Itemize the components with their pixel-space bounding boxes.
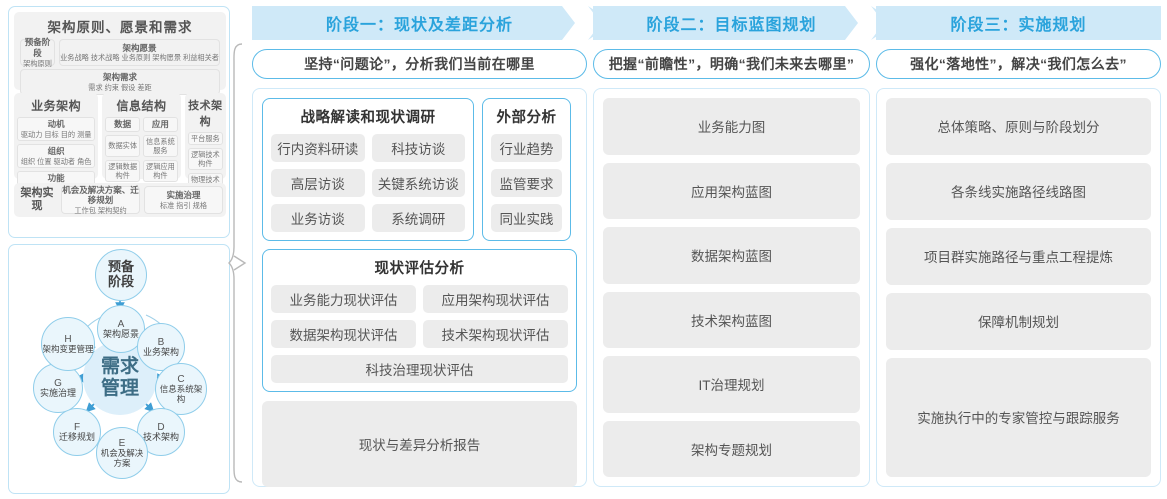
data-subcolumn-header: 数据: [105, 117, 141, 132]
prep-stage-box: 预备阶段 架构原则: [20, 37, 56, 68]
realization-label: 架构实现: [20, 187, 54, 212]
information-structure-column: 信息结构 数据 数据实体 逻辑数据构件: [102, 93, 181, 207]
adm-node-g: G 实施治理: [33, 363, 83, 413]
phase-1-output-chip[interactable]: 现状与差异分析报告: [262, 401, 577, 487]
chip-business-interview[interactable]: 业务访谈: [271, 204, 365, 232]
arch-vision-box: 架构愿景 业务战略 技术战略 业务原则 架构愿景 利益相关者: [59, 39, 220, 66]
chevron-right-icon-1: [562, 6, 588, 40]
phase-2-body: 业务能力图 应用架构蓝图 数据架构蓝图 技术架构蓝图 IT治理规划 架构专题规划: [593, 88, 870, 487]
organization-cell: 组织 组织 位置 驱动者 角色: [17, 143, 96, 168]
chip-biz-capability-assessment[interactable]: 业务能力现状评估: [271, 285, 416, 313]
chip-tech-interview[interactable]: 科技访谈: [371, 134, 465, 162]
adm-node-e: E 机会及解决方案: [96, 427, 148, 479]
chip-regulatory[interactable]: 监管要求: [491, 169, 562, 197]
table-row: 数据架构现状评估 技术架构现状评估: [271, 320, 568, 348]
table-row: 高层访谈 关键系统访谈: [271, 169, 465, 197]
phase-3-column: 阶段三：实施规划 强化“落地性”，解决“我们怎么去” 总体策略、原则与阶段划分 …: [876, 6, 1161, 487]
phase-2-subtitle-pill[interactable]: 把握“前瞻性”，明确“我们未来去哪里”: [593, 49, 870, 79]
implementation-governance-box: 实施治理 标准 指引 规格: [144, 186, 223, 214]
external-analysis-card: 外部分析 行业趋势 监管要求 同业实践: [482, 98, 571, 241]
current-state-assessment-title: 现状评估分析: [374, 261, 465, 277]
adm-node-c: C 信息系统架构: [155, 363, 207, 415]
phase-1-subtitle-pill[interactable]: 坚持“问题论”，分析我们当前在哪里: [252, 49, 587, 79]
list-item-expert-tracking-service[interactable]: 实施执行中的专家管控与跟踪服务: [886, 357, 1151, 478]
left-column: 架构原则、愿景和需求 预备阶段 架构原则 架构愿景 业务战略 技术战略 业务原则…: [8, 6, 230, 494]
is-service-cell: 信息系统服务: [143, 134, 178, 157]
table-row: 行内资料研读 科技访谈: [271, 134, 465, 162]
togaf-content-framework-panel: 架构原则、愿景和需求 预备阶段 架构原则 架构愿景 业务战略 技术战略 业务原则…: [8, 6, 230, 238]
platform-service-cell: 平台服务: [187, 132, 223, 145]
phase-3-band: 阶段三：实施规划: [876, 6, 1161, 40]
chip-it-governance-assessment[interactable]: 科技治理现状评估: [271, 355, 568, 383]
phase-1-top-row: 战略解读和现状调研 行内资料研读 科技访谈 高层访谈 关键系统访谈 业务访谈 系…: [262, 98, 577, 241]
phase-2-subtitle: 把握“前瞻性”，明确“我们未来去哪里”: [608, 56, 855, 72]
data-entity-cell: 数据实体: [105, 134, 141, 157]
list-item-architecture-topic-plan[interactable]: 架构专题规划: [603, 420, 860, 477]
adm-cycle-diagram: 需求 管理 预备 阶段 A 架构愿景 B 业务架构 C 信息系统架构: [9, 245, 229, 493]
phase-1-subtitle: 坚持“问题论”，分析我们当前在哪里: [304, 56, 535, 72]
chip-data-arch-assessment[interactable]: 数据架构现状评估: [271, 320, 416, 348]
table-row: 业务访谈 系统调研: [271, 204, 465, 232]
external-analysis-title: 外部分析: [496, 110, 557, 126]
phase-1-title: 阶段一：现状及差距分析: [325, 17, 513, 34]
phase-3-subtitle-pill[interactable]: 强化“落地性”，解决“我们怎么去”: [876, 49, 1161, 79]
chip-peer-practice[interactable]: 同业实践: [491, 204, 562, 232]
adm-node-preliminary: 预备 阶段: [95, 249, 147, 301]
chip-key-system-interview[interactable]: 关键系统访谈: [371, 169, 465, 197]
chip-industry-trend[interactable]: 行业趋势: [491, 134, 562, 162]
architecture-principles-section: 架构原则、愿景和需求 预备阶段 架构原则 架构愿景 业务战略 技术战略 业务原则…: [14, 12, 226, 95]
chip-system-research[interactable]: 系统调研: [371, 204, 465, 232]
phase-1-column: 阶段一：现状及差距分析 坚持“问题论”，分析我们当前在哪里 战略解读和现状调研 …: [252, 6, 614, 487]
phase-2-item-stack: 业务能力图 应用架构蓝图 数据架构蓝图 技术架构蓝图 IT治理规划 架构专题规划: [603, 98, 860, 477]
list-item-overall-strategy[interactable]: 总体策略、原则与阶段划分: [886, 98, 1151, 155]
opportunity-migration-box: 机会及解决方案、迁移规划 工作包 架构契约: [61, 184, 140, 215]
adm-node-h: H 架构变更管理: [41, 317, 95, 371]
list-item-data-blueprint[interactable]: 数据架构蓝图: [603, 227, 860, 284]
phase-1-body: 战略解读和现状调研 行内资料研读 科技访谈 高层访谈 关键系统访谈 业务访谈 系…: [252, 88, 587, 487]
chip-exec-interview[interactable]: 高层访谈: [271, 169, 365, 197]
current-state-assessment-card: 现状评估分析 业务能力现状评估 应用架构现状评估 数据架构现状评估 技术架构现状…: [262, 249, 577, 392]
phase-3-body: 总体策略、原则与阶段划分 各条线实施路径线路图 项目群实施路径与重点工程提炼 保…: [876, 88, 1161, 487]
grouping-brace: [228, 42, 250, 484]
business-architecture-column: 业务架构 动机 驱动力 目标 目的 测量 组织 组织 位置 驱动者 角色 功能: [14, 93, 99, 195]
logical-tech-cell: 逻辑技术构件: [187, 148, 223, 170]
chevron-right-icon-2: [845, 6, 871, 40]
phase-3-subtitle: 强化“落地性”，解决“我们怎么去”: [910, 56, 1127, 72]
strategy-research-card: 战略解读和现状调研 行内资料研读 科技访谈 高层访谈 关键系统访谈 业务访谈 系…: [262, 98, 474, 241]
chip-app-arch-assessment[interactable]: 应用架构现状评估: [423, 285, 568, 313]
phase-3-item-stack: 总体策略、原则与阶段划分 各条线实施路径线路图 项目群实施路径与重点工程提炼 保…: [886, 98, 1151, 478]
motivation-cell: 动机 驱动力 目标 目的 测量: [17, 117, 96, 141]
phase-3-title: 阶段三：实施规划: [950, 17, 1087, 34]
adm-cycle-panel: 需求 管理 预备 阶段 A 架构愿景 B 业务架构 C 信息系统架构: [8, 244, 230, 494]
logical-data-cell: 逻辑数据构件: [105, 159, 141, 182]
list-item-assurance-mechanism[interactable]: 保障机制规划: [886, 292, 1151, 350]
architecture-domains-section: 业务架构 动机 驱动力 目标 目的 测量 组织 组织 位置 驱动者 角色 功能: [14, 93, 226, 207]
list-item-application-blueprint[interactable]: 应用架构蓝图: [603, 162, 860, 219]
application-subcolumn-header: 应用: [143, 117, 178, 132]
chip-internal-docs[interactable]: 行内资料研读: [271, 134, 365, 162]
phase-2-band: 阶段二：目标蓝图规划: [593, 6, 897, 40]
strategy-research-title: 战略解读和现状调研: [300, 110, 436, 126]
architecture-realization-section: 架构实现 机会及解决方案、迁移规划 工作包 架构契约 实施治理 标准 指引 规格: [14, 183, 226, 217]
logical-app-cell: 逻辑应用构件: [143, 159, 178, 182]
list-item-it-governance-plan[interactable]: IT治理规划: [603, 356, 860, 413]
table-row: 业务能力现状评估 应用架构现状评估: [271, 285, 568, 313]
table-row: 科技治理现状评估: [271, 355, 568, 383]
vision-row: 预备阶段 架构原则 架构愿景 业务战略 技术战略 业务原则 架构愿景 利益相关者: [20, 37, 220, 68]
chip-tech-arch-assessment[interactable]: 技术架构现状评估: [423, 320, 568, 348]
section-title-vision: 架构原则、愿景和需求: [47, 20, 193, 35]
brace-icon: [228, 43, 247, 483]
technology-architecture-column: 技术架构 平台服务 逻辑技术构件 物理技术构件: [184, 93, 226, 195]
adm-node-f: F 迁移规划: [53, 408, 101, 456]
list-item-line-roadmap[interactable]: 各条线实施路径线路图: [886, 162, 1151, 220]
list-item-program-roadmap[interactable]: 项目群实施路径与重点工程提炼: [886, 227, 1151, 285]
arch-requirement-box: 架构需求 需求 约束 假设 差距: [20, 69, 220, 95]
list-item-business-capability-map[interactable]: 业务能力图: [603, 98, 860, 155]
phase-1-band: 阶段一：现状及差距分析: [252, 6, 614, 40]
phase-2-column: 阶段二：目标蓝图规划 把握“前瞻性”，明确“我们未来去哪里” 业务能力图 应用架…: [593, 6, 897, 487]
list-item-technology-blueprint[interactable]: 技术架构蓝图: [603, 291, 860, 348]
phase-2-title: 阶段二：目标蓝图规划: [646, 17, 817, 34]
